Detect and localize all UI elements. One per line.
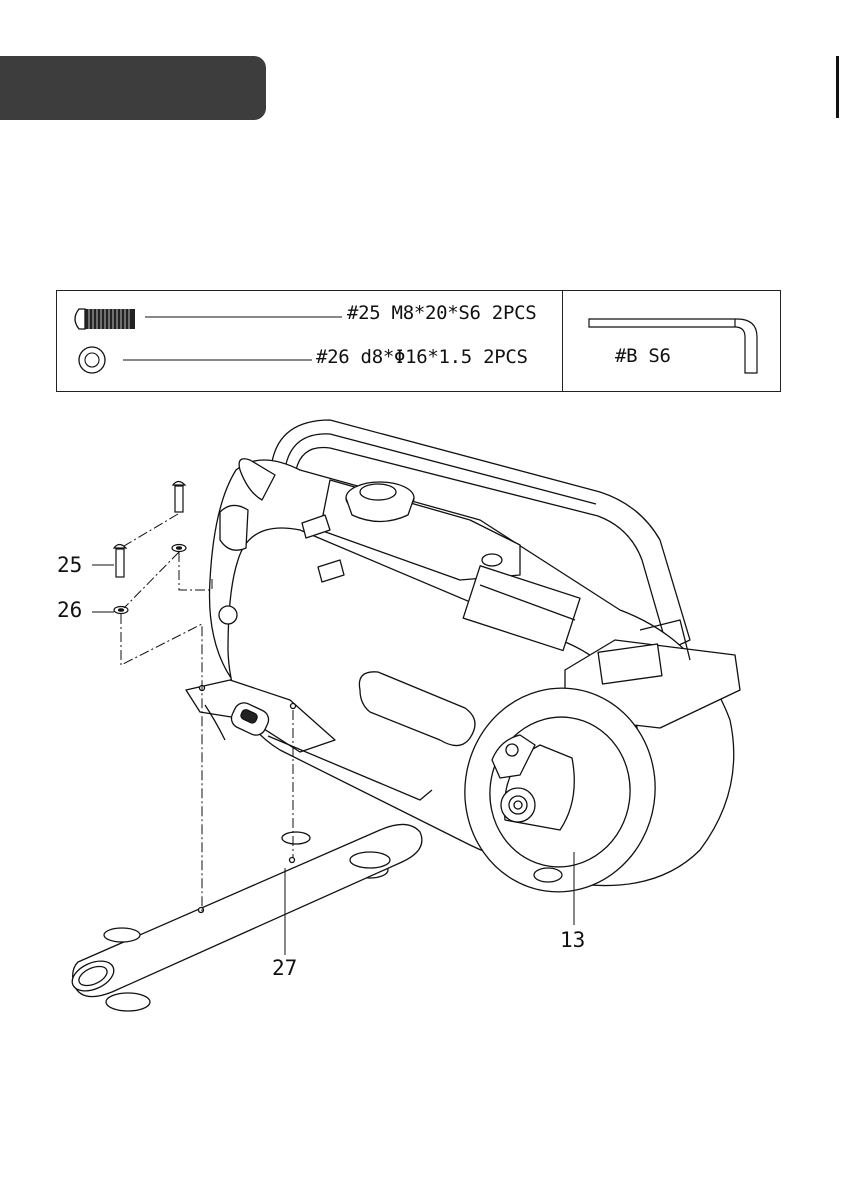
callout-26: 26 [57,598,82,622]
callout-25: 25 [57,553,82,577]
bolt-25-left [114,545,126,578]
front-stabilizer [73,824,422,996]
bolt-25-top [173,482,185,513]
callout-13: 13 [560,928,585,952]
callout-27: 27 [272,956,297,980]
